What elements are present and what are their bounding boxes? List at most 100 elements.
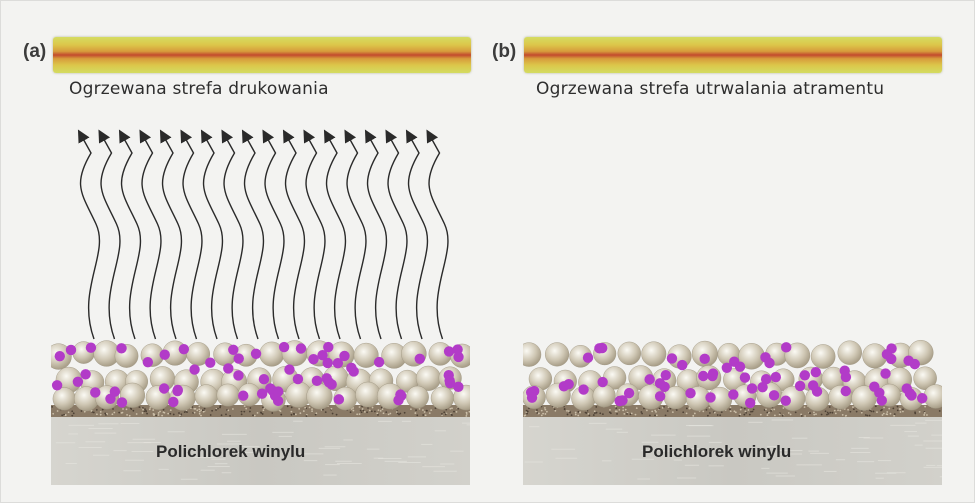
pigment-dot <box>284 364 295 375</box>
vapor-arrow <box>344 129 367 340</box>
pigment-dot <box>563 379 574 390</box>
pigment-dot <box>721 362 733 373</box>
pigment-dot <box>233 370 244 381</box>
vapor-arrow <box>159 129 183 340</box>
pigment-dot <box>158 383 170 394</box>
pigment-dot <box>705 392 716 403</box>
pigment-dot <box>339 350 350 362</box>
pigment-dot <box>80 369 91 380</box>
ink-particle <box>837 340 862 365</box>
heated-curing-zone-bar <box>524 37 942 73</box>
pigment-dot <box>452 344 463 355</box>
ink-particle <box>353 342 379 368</box>
pigment-dot <box>728 389 739 400</box>
vapor-arrow <box>364 129 388 340</box>
pigment-dot <box>256 388 268 399</box>
pigment-dot <box>677 359 688 371</box>
pigment-dot <box>781 342 792 353</box>
vapor-arrow <box>77 129 101 340</box>
pigment-dot <box>597 342 608 354</box>
pvc-substrate <box>523 415 942 485</box>
pigment-dot <box>685 387 696 399</box>
pigment-dot <box>443 346 455 357</box>
pigment-dot <box>903 355 914 366</box>
pigment-dot <box>578 384 589 395</box>
pigment-dot <box>739 372 751 383</box>
pigment-dot <box>273 386 284 397</box>
pigment-dot <box>172 385 183 397</box>
vapor-arrow <box>180 129 203 340</box>
pigment-dot <box>109 386 121 397</box>
pigment-dot <box>901 383 912 394</box>
pigment-dot <box>333 394 345 405</box>
substrate-label-a: Polichlorek winylu <box>156 442 306 461</box>
pigment-dot <box>654 391 666 402</box>
ink-particle <box>194 384 219 408</box>
heated-print-zone-bar <box>53 37 471 73</box>
pigment-dot <box>760 373 772 385</box>
pigment-dot <box>840 385 851 397</box>
pigment-dot <box>265 383 276 394</box>
vapor-arrow <box>303 129 326 340</box>
pigment-dot <box>799 370 811 381</box>
curing-zone-caption: Ogrzewana strefa utrwalania atramentu <box>536 79 885 99</box>
pigment-dot <box>292 373 304 385</box>
pigment-dot <box>770 371 782 383</box>
vapor-arrow <box>426 129 449 340</box>
ink-layer-a <box>51 340 470 485</box>
pigment-dot <box>660 370 671 381</box>
pigment-dot <box>159 349 170 360</box>
substrate-label-b: Polichlorek winylu <box>642 442 792 461</box>
pigment-dot <box>839 365 850 376</box>
panel-b-label: (b) <box>492 41 517 62</box>
pigment-dot <box>65 344 77 356</box>
pigment-dot <box>238 390 249 401</box>
pigment-dot <box>116 343 127 354</box>
pigment-dot <box>760 352 771 363</box>
pigment-dot <box>654 378 666 389</box>
pigment-dot <box>444 377 456 389</box>
pigment-dot <box>917 393 928 404</box>
pigment-dot <box>90 387 101 398</box>
ink-particle <box>523 342 542 367</box>
ink-particle <box>406 385 429 409</box>
pigment-dot <box>295 343 307 354</box>
print-zone-caption: Ogrzewana strefa drukowania <box>69 79 329 99</box>
ink-particle <box>617 341 641 366</box>
pigment-dot <box>72 376 84 387</box>
ink-particle <box>430 386 455 410</box>
pvc-substrate <box>51 415 470 485</box>
ink-particle <box>851 385 877 411</box>
pigment-dot <box>205 357 216 368</box>
pigment-dot <box>233 353 244 364</box>
pigment-dot <box>881 349 893 360</box>
pigment-dot <box>582 352 594 363</box>
pigment-dot <box>250 348 262 359</box>
pigment-dot <box>323 341 334 353</box>
pigment-dot <box>414 353 426 365</box>
pigment-dot <box>526 392 538 403</box>
pigment-dot <box>810 366 822 378</box>
ink-particle <box>186 342 211 366</box>
pigment-dot <box>876 395 887 406</box>
pigment-dot <box>54 350 65 362</box>
pigment-dot <box>142 356 154 368</box>
pigment-dot <box>85 342 97 353</box>
vapor-arrow <box>282 129 306 340</box>
ink-particle <box>355 381 381 408</box>
panel-b: (b) Ogrzewana strefa utrwalania atrament… <box>488 1 975 504</box>
pigment-dot <box>223 363 234 374</box>
pigment-dot <box>807 380 819 391</box>
ink-particle <box>592 384 616 408</box>
pigment-dot <box>644 374 655 385</box>
pigment-dot <box>734 361 746 372</box>
pigment-dot <box>698 370 709 382</box>
pigment-dot <box>311 375 323 386</box>
ink-particle <box>545 342 570 367</box>
pigment-dot <box>321 373 332 384</box>
pigment-dot <box>51 380 63 391</box>
pigment-dot <box>746 383 758 394</box>
vapor-arrow <box>118 129 142 340</box>
pigment-dot <box>617 395 628 406</box>
ink-particle <box>810 344 836 369</box>
